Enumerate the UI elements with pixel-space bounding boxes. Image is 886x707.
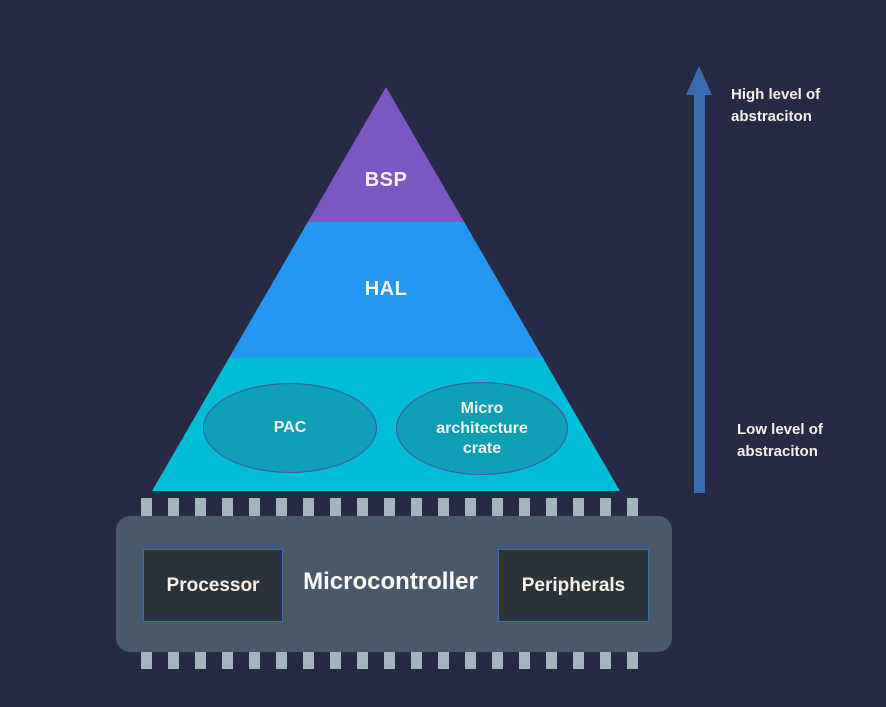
chip-pin: [600, 652, 611, 669]
chip-pin: [519, 498, 530, 516]
chip-pin: [492, 498, 503, 516]
chip-pin: [573, 498, 584, 516]
chip-pin: [546, 498, 557, 516]
chip-pin: [303, 652, 314, 669]
chip-pin: [465, 498, 476, 516]
chip-pin: [195, 652, 206, 669]
chip-pin: [411, 498, 422, 516]
hal-label: HAL: [364, 278, 408, 300]
chip-pin: [627, 498, 638, 516]
chip-pin: [438, 652, 449, 669]
chip-pins-top: [141, 498, 638, 516]
chip-pin: [384, 498, 395, 516]
chip-pin: [141, 652, 152, 669]
pyramid-level-bsp: BSP: [152, 87, 620, 222]
chip-pin: [492, 652, 503, 669]
chip-pin: [357, 498, 368, 516]
chip-pin: [222, 498, 233, 516]
chip-pin: [357, 652, 368, 669]
high-abstraction-label: High level of abstraciton: [731, 86, 821, 125]
chip-pin: [600, 498, 611, 516]
chip-pin: [276, 652, 287, 669]
chip-pin: [573, 652, 584, 669]
micro-architecture-crate-label: Micro architecture crate: [436, 399, 528, 457]
processor-block: Processor: [143, 549, 283, 622]
low-abstraction-label: Low level of abstraciton: [737, 421, 823, 460]
pac-label: PAC: [273, 419, 307, 436]
pyramid-level-hal: HAL: [152, 222, 620, 358]
chip-pin: [438, 498, 449, 516]
chip-pin: [546, 652, 557, 669]
chip-pin: [411, 652, 422, 669]
chip-pin: [249, 498, 260, 516]
chip-pin: [303, 498, 314, 516]
chip-pin: [627, 652, 638, 669]
microcontroller-chip: Processor Microcontroller Peripherals: [116, 516, 672, 652]
chip-pin: [519, 652, 530, 669]
chip-pin: [168, 498, 179, 516]
pac-ellipse: PAC: [203, 383, 377, 473]
chip-pin: [222, 652, 233, 669]
chip-pin: [141, 498, 152, 516]
peripherals-block: Peripherals: [498, 549, 649, 622]
chip-pin: [330, 652, 341, 669]
chip-pin: [465, 652, 476, 669]
arrow-up-icon: [686, 66, 712, 95]
chip-pin: [276, 498, 287, 516]
chip-pin: [249, 652, 260, 669]
chip-pin: [195, 498, 206, 516]
chip-pins-bottom: [141, 652, 638, 669]
chip-pin: [330, 498, 341, 516]
bsp-label: BSP: [364, 169, 408, 191]
arrow-shaft: [694, 93, 705, 493]
chip-pin: [168, 652, 179, 669]
micro-architecture-crate-ellipse: Micro architecture crate: [396, 382, 568, 475]
microcontroller-label: Microcontroller: [303, 568, 478, 595]
chip-pin: [384, 652, 395, 669]
